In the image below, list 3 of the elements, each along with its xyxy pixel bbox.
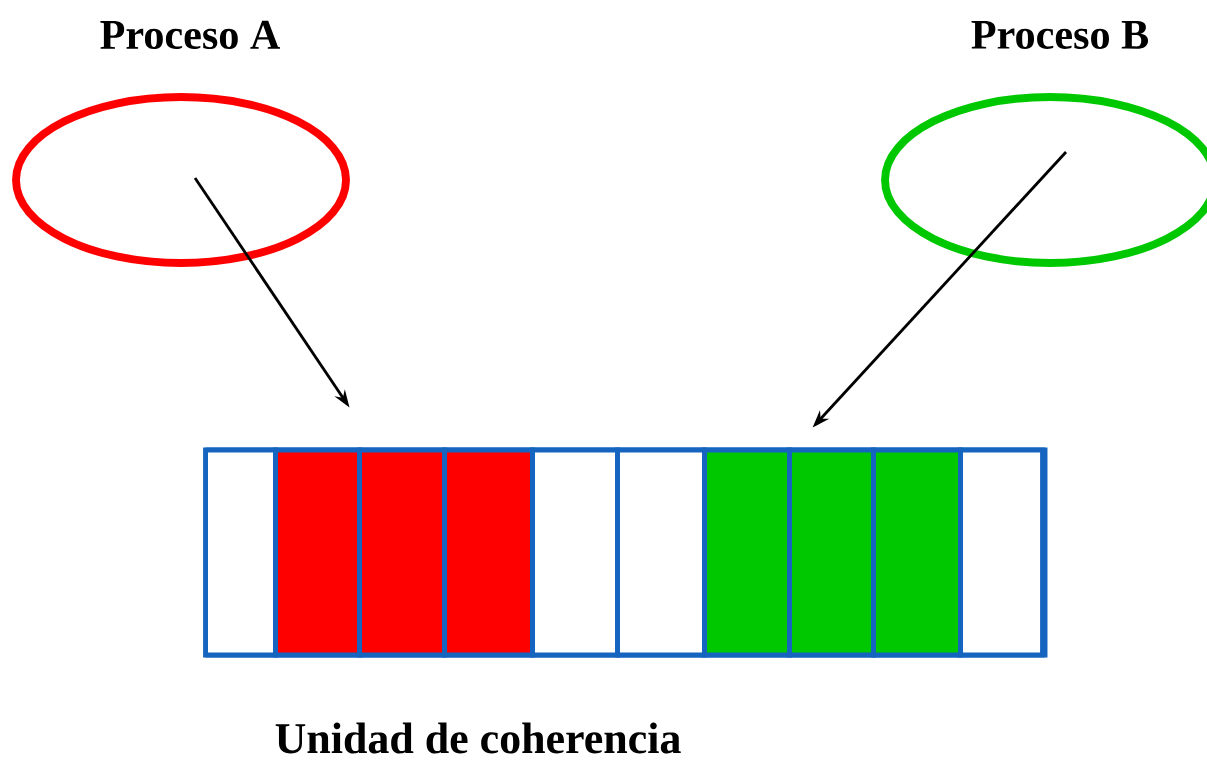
bar-label: Unidad de coherencia	[275, 722, 681, 754]
process-label: Proceso B	[971, 21, 1149, 49]
process-label: Proceso A	[100, 20, 281, 50]
